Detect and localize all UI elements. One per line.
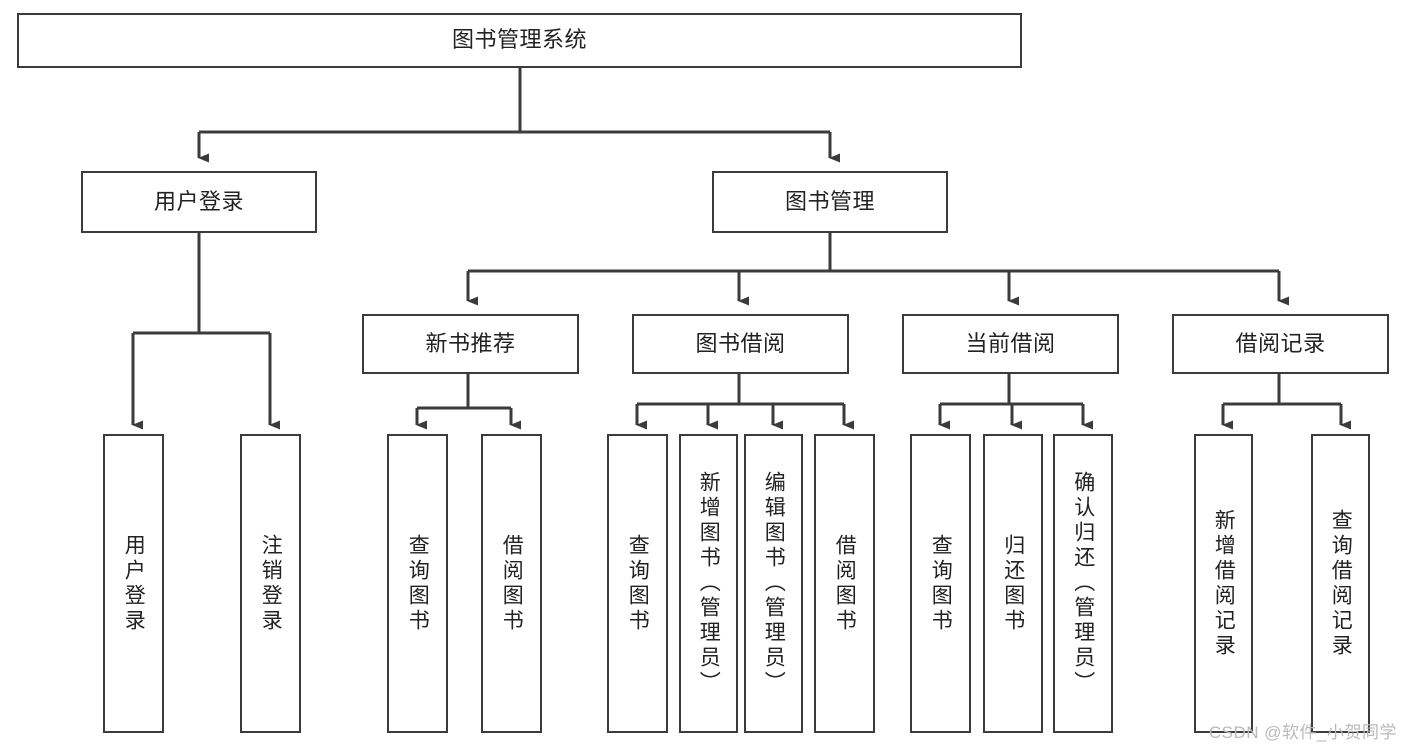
node-leaf-add-record[interactable]: 新增借阅记录 — [1194, 434, 1253, 733]
node-leaf-query-book-1-label: 查询图书 — [406, 533, 430, 634]
node-leaf-confirm-return-label: 确认归还（管理员） — [1071, 471, 1095, 696]
node-leaf-add-record-label: 新增借阅记录 — [1212, 508, 1236, 659]
node-root-label: 图书管理系统 — [451, 27, 587, 53]
node-leaf-add-book-label: 新增图书（管理员） — [697, 471, 721, 696]
node-leaf-edit-book-label: 编辑图书（管理员） — [762, 471, 786, 696]
node-borrow-record-label: 借阅记录 — [1235, 330, 1326, 356]
node-book-manage-label: 图书管理 — [784, 188, 875, 214]
node-leaf-query-book-3[interactable]: 查询图书 — [910, 434, 971, 733]
node-book-borrow-label: 图书借阅 — [695, 330, 786, 356]
node-leaf-borrow-book-1-label: 借阅图书 — [500, 533, 524, 634]
node-root[interactable]: 图书管理系统 — [17, 13, 1022, 68]
node-leaf-query-book-2-label: 查询图书 — [626, 533, 650, 634]
node-leaf-user-login[interactable]: 用户登录 — [103, 434, 164, 733]
node-leaf-return-book-label: 归还图书 — [1001, 533, 1025, 634]
node-leaf-borrow-book-2[interactable]: 借阅图书 — [814, 434, 875, 733]
node-book-manage[interactable]: 图书管理 — [712, 171, 948, 233]
node-leaf-query-record[interactable]: 查询借阅记录 — [1311, 434, 1370, 733]
node-borrow-record[interactable]: 借阅记录 — [1172, 314, 1389, 374]
node-user-login[interactable]: 用户登录 — [81, 171, 317, 233]
node-user-login-label: 用户登录 — [153, 188, 244, 214]
node-book-borrow[interactable]: 图书借阅 — [632, 314, 849, 374]
node-new-book-recommend-label: 新书推荐 — [425, 330, 516, 356]
node-leaf-add-book[interactable]: 新增图书（管理员） — [679, 434, 738, 733]
node-current-borrow-label: 当前借阅 — [965, 330, 1056, 356]
csdn-watermark: CSDN @软件_小贺同学 — [1208, 723, 1397, 742]
node-leaf-borrow-book-2-label: 借阅图书 — [833, 533, 857, 634]
node-leaf-confirm-return[interactable]: 确认归还（管理员） — [1053, 434, 1113, 733]
node-leaf-edit-book[interactable]: 编辑图书（管理员） — [744, 434, 803, 733]
node-leaf-query-book-2[interactable]: 查询图书 — [607, 434, 668, 733]
node-leaf-logout[interactable]: 注销登录 — [240, 434, 301, 733]
node-new-book-recommend[interactable]: 新书推荐 — [362, 314, 579, 374]
node-current-borrow[interactable]: 当前借阅 — [902, 314, 1119, 374]
node-leaf-logout-label: 注销登录 — [259, 533, 283, 634]
node-leaf-user-login-label: 用户登录 — [122, 533, 146, 634]
node-leaf-query-record-label: 查询借阅记录 — [1329, 508, 1353, 659]
node-leaf-query-book-1[interactable]: 查询图书 — [387, 434, 448, 733]
node-leaf-borrow-book-1[interactable]: 借阅图书 — [481, 434, 542, 733]
node-leaf-return-book[interactable]: 归还图书 — [983, 434, 1043, 733]
node-leaf-query-book-3-label: 查询图书 — [929, 533, 953, 634]
